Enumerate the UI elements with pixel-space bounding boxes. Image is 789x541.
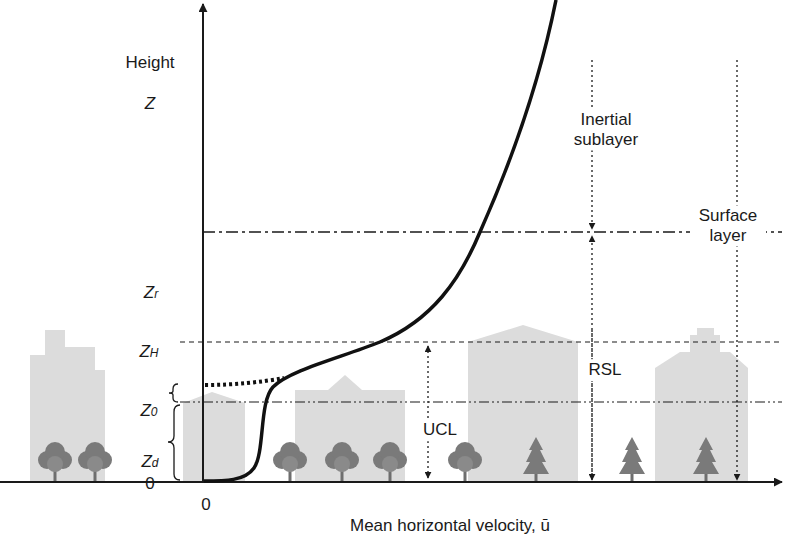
buildings	[30, 325, 748, 482]
height-symbol: Zr	[144, 283, 158, 303]
displaced-profile	[205, 378, 284, 385]
velocity-axis	[0, 481, 782, 483]
height-symbol: Z	[145, 94, 155, 114]
zd-brace	[168, 405, 180, 480]
layer-label: UCL	[420, 419, 460, 441]
layer-extents	[428, 60, 737, 480]
axis-origin: 0	[201, 495, 210, 515]
axis-title: Height	[125, 53, 174, 73]
z0-line	[180, 401, 782, 402]
layer-label: Surface layer	[690, 205, 766, 246]
z0-brace	[169, 384, 178, 402]
velocity-profile	[204, 0, 556, 481]
layer-label: RSL	[585, 359, 624, 381]
axis-origin: 0	[145, 474, 154, 494]
zh-line	[180, 341, 782, 342]
axis-title: Mean horizontal velocity, ū	[350, 516, 550, 536]
height-symbol: ZH	[139, 342, 158, 362]
trees	[38, 437, 719, 482]
height-symbol: Z0	[140, 401, 157, 421]
height-symbol: Zd	[141, 452, 158, 472]
height-axis	[202, 4, 204, 482]
layer-label: Inertial sublayer	[558, 109, 654, 150]
